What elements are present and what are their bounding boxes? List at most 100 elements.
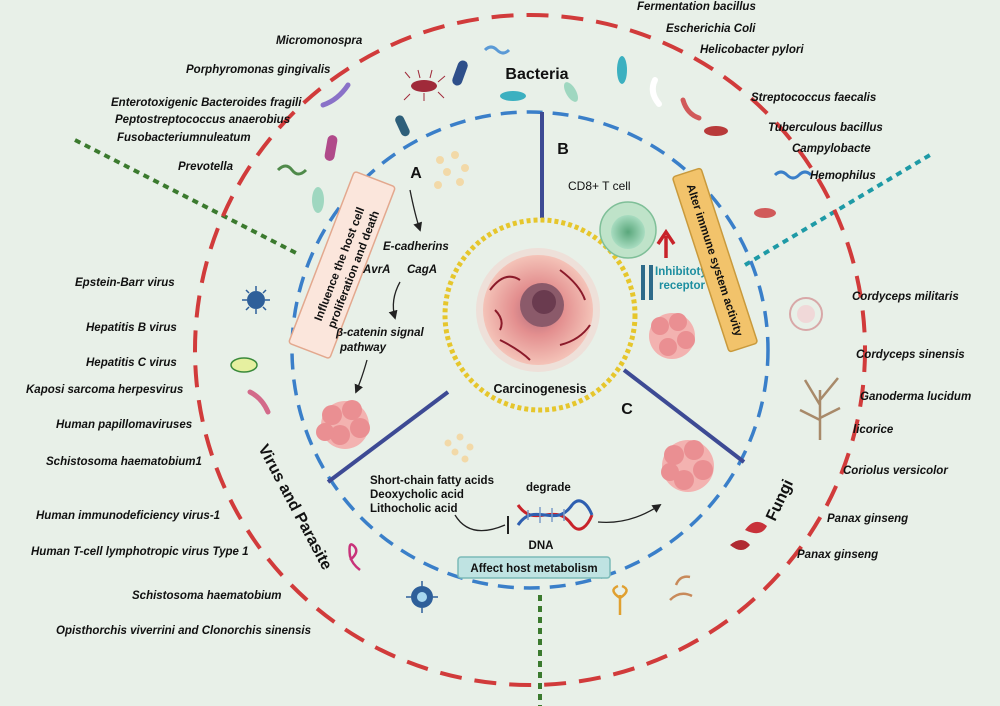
cordyceps-sinensis-icon xyxy=(799,377,841,440)
bacteria-left-3: Peptostreptococcus anaerobius xyxy=(115,114,290,126)
virus-2: Hepatitis C virus xyxy=(86,357,177,369)
label-box-c-text: Affect host metabolism xyxy=(470,563,597,575)
spiky-bacterium-icon xyxy=(403,69,446,101)
dots-c xyxy=(444,433,474,463)
acid-label-1: Short-chain fatty acids xyxy=(370,475,494,487)
cd8-label: CD8+ T cell xyxy=(568,179,631,193)
virus-icons xyxy=(230,286,438,613)
outer-ring xyxy=(193,13,867,687)
fungi-5: Panax ginseng xyxy=(827,513,908,525)
panel-letter-b: B xyxy=(557,141,569,158)
hepatitis-c-virus-icon xyxy=(230,357,258,373)
bacteria-left-4: Fusobacteriumnuleatum xyxy=(117,132,251,144)
fungi-icons xyxy=(612,297,841,615)
label-box-c: Affect host metabolism xyxy=(457,556,611,579)
beta-catenin-label-2: pathway xyxy=(339,342,387,354)
inhibitory-label-1: Inhibitoty xyxy=(655,266,707,278)
receptor-icon xyxy=(641,265,653,300)
virus-5: Schistosoma haematobium1 xyxy=(46,456,202,468)
bacteria-right-6: Hemophilus xyxy=(810,170,876,182)
tumor-cluster-b-icon xyxy=(649,313,695,359)
pink-rod-icon xyxy=(324,135,338,161)
bacteria-left-5: Prevotella xyxy=(178,161,234,173)
arrow-a-2 xyxy=(388,281,401,320)
bacteria-right-3: Streptococcus faecalis xyxy=(751,92,876,104)
arrow-a-1 xyxy=(409,189,423,232)
rod-bacterium-2-icon xyxy=(395,115,410,137)
up-arrow-b xyxy=(656,228,676,258)
acid-label-2: Deoxycholic acid xyxy=(370,489,464,501)
white-curve-icon xyxy=(649,77,662,107)
spirochete-icon xyxy=(483,45,511,55)
bacteria-right-4: Tuberculous bacillus xyxy=(768,122,883,134)
tumor-cluster-a-icon xyxy=(316,400,370,449)
virus-4: Human papillomaviruses xyxy=(56,419,192,431)
inhibitory-label-2: receptor xyxy=(659,280,706,292)
green-bacterium-icon xyxy=(312,187,324,213)
spiral-bacterium-icon xyxy=(276,164,308,176)
bacteria-right-1: Escherichia Coli xyxy=(666,23,756,35)
caga-label: CagA xyxy=(407,264,437,276)
dots-a xyxy=(434,151,469,189)
worm-icon xyxy=(247,389,271,415)
pink-oval-icon xyxy=(754,208,776,218)
bacteria-right-0: Fermentation bacillus xyxy=(637,1,756,13)
ganoderma-2-icon xyxy=(730,540,750,550)
center-ring xyxy=(442,217,638,413)
mushroom-2-icon xyxy=(669,575,693,601)
arrow-a-3 xyxy=(354,359,368,394)
avra-label: AvrA xyxy=(362,264,390,276)
section-title-virus-parasite: Virus and Parasite xyxy=(254,442,334,573)
red-curve-icon xyxy=(680,97,702,121)
tumor-icon xyxy=(476,248,600,372)
cordyceps-militaris-icon xyxy=(789,297,823,331)
fungi-6: Panax ginseng xyxy=(797,549,878,561)
virus-6: Human immunodeficiency virus-1 xyxy=(36,510,220,522)
virus-3: Kaposi sarcoma herpesvirus xyxy=(26,384,183,396)
bacteria-icons xyxy=(276,45,813,218)
section-title-bacteria: Bacteria xyxy=(505,66,568,83)
bacteria-left-1: Porphyromonas gingivalis xyxy=(186,64,330,76)
virus-1: Hepatitis B virus xyxy=(86,322,177,334)
label-box-b-text: Alter immune system activity xyxy=(684,183,745,339)
section-title-fungi: Fungi xyxy=(763,477,797,524)
inner-ring xyxy=(290,110,770,590)
teal-rod-icon xyxy=(617,56,627,84)
bacteria-left-2: Enterotoxigenic Bacteroides fragili xyxy=(111,97,302,109)
hepatitis-b-virus-icon xyxy=(242,286,270,314)
flagellated-bacterium-icon xyxy=(500,91,526,101)
blue-spiral-icon xyxy=(773,170,813,180)
parasite-icon xyxy=(348,543,361,571)
mushroom-icon xyxy=(612,584,628,615)
fungi-2: Ganoderma lucidum xyxy=(860,391,971,403)
green-dashed-line-upper-left xyxy=(74,138,301,257)
beta-catenin-label-1: β-catenin signal xyxy=(335,327,424,339)
dna-label: DNA xyxy=(529,540,554,552)
teal-dashed-line-right xyxy=(743,153,932,267)
fungi-3: licorice xyxy=(853,424,894,436)
panel-letter-c: C xyxy=(621,401,633,418)
curved-bacterium-icon xyxy=(320,82,351,108)
degrade-label: degrade xyxy=(526,482,571,494)
center-label: Carcinogenesis xyxy=(493,382,586,396)
t-cell-icon xyxy=(599,201,657,259)
arrow-c xyxy=(597,503,662,524)
divider-lower-right xyxy=(622,368,746,464)
rod-bacterium-icon xyxy=(452,60,468,86)
bacteria-right-5: Campylobacte xyxy=(792,143,871,155)
divider-lower-left xyxy=(326,390,450,484)
mint-bacterium-icon xyxy=(564,82,578,102)
fungi-4: Coriolus versicolor xyxy=(843,465,948,477)
fungi-0: Cordyceps militaris xyxy=(852,291,959,303)
inhibit-arrow-c xyxy=(454,514,506,532)
panel-letter-a: A xyxy=(410,165,422,182)
bacteria-right-2: Helicobacter pylori xyxy=(700,44,804,56)
fungi-1: Cordyceps sinensis xyxy=(856,349,965,361)
hairy-bacterium-icon xyxy=(704,126,728,136)
acid-label-3: Lithocholic acid xyxy=(370,503,458,515)
virus-8: Schistosoma haematobium xyxy=(132,590,282,602)
tumor-cluster-c-icon xyxy=(661,440,714,492)
ganoderma-icon xyxy=(745,521,767,534)
